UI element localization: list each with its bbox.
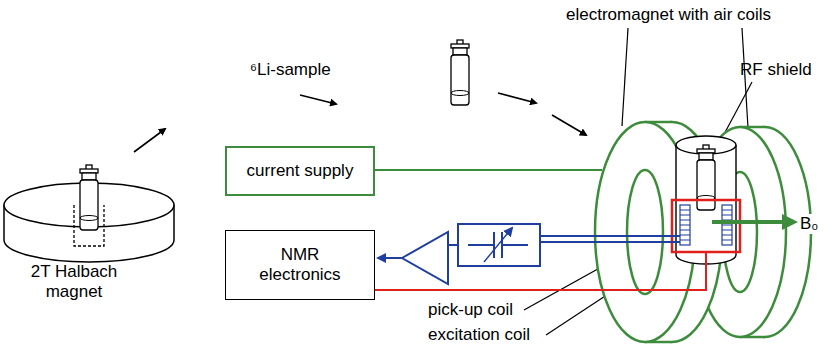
sample-label: ⁶Li-sample (250, 60, 331, 80)
excitation-wire (375, 252, 706, 290)
electronics-box: NMR electronics (225, 230, 375, 300)
shield-label: RF shield (740, 60, 812, 80)
excitation-coil (672, 200, 740, 252)
current-wire (375, 169, 602, 171)
field-arrow (712, 214, 798, 230)
coil-label: excitation coil (428, 325, 530, 345)
box-text: current supply (247, 161, 354, 181)
box-text: NMR electronics (250, 245, 350, 285)
sample-vial (451, 40, 469, 105)
coil-label: pick-up coil (428, 300, 513, 320)
magnet-label: 2T Halbach magnet (14, 262, 134, 302)
supply-box: current supply (225, 146, 375, 196)
halbach-magnet (4, 165, 174, 262)
preamplifier (378, 224, 680, 284)
coil-label: electromagnet with air coils (566, 5, 771, 25)
transport-arrow (134, 93, 586, 152)
pickup-coil (680, 205, 732, 245)
field-label: B₀ (799, 214, 819, 234)
